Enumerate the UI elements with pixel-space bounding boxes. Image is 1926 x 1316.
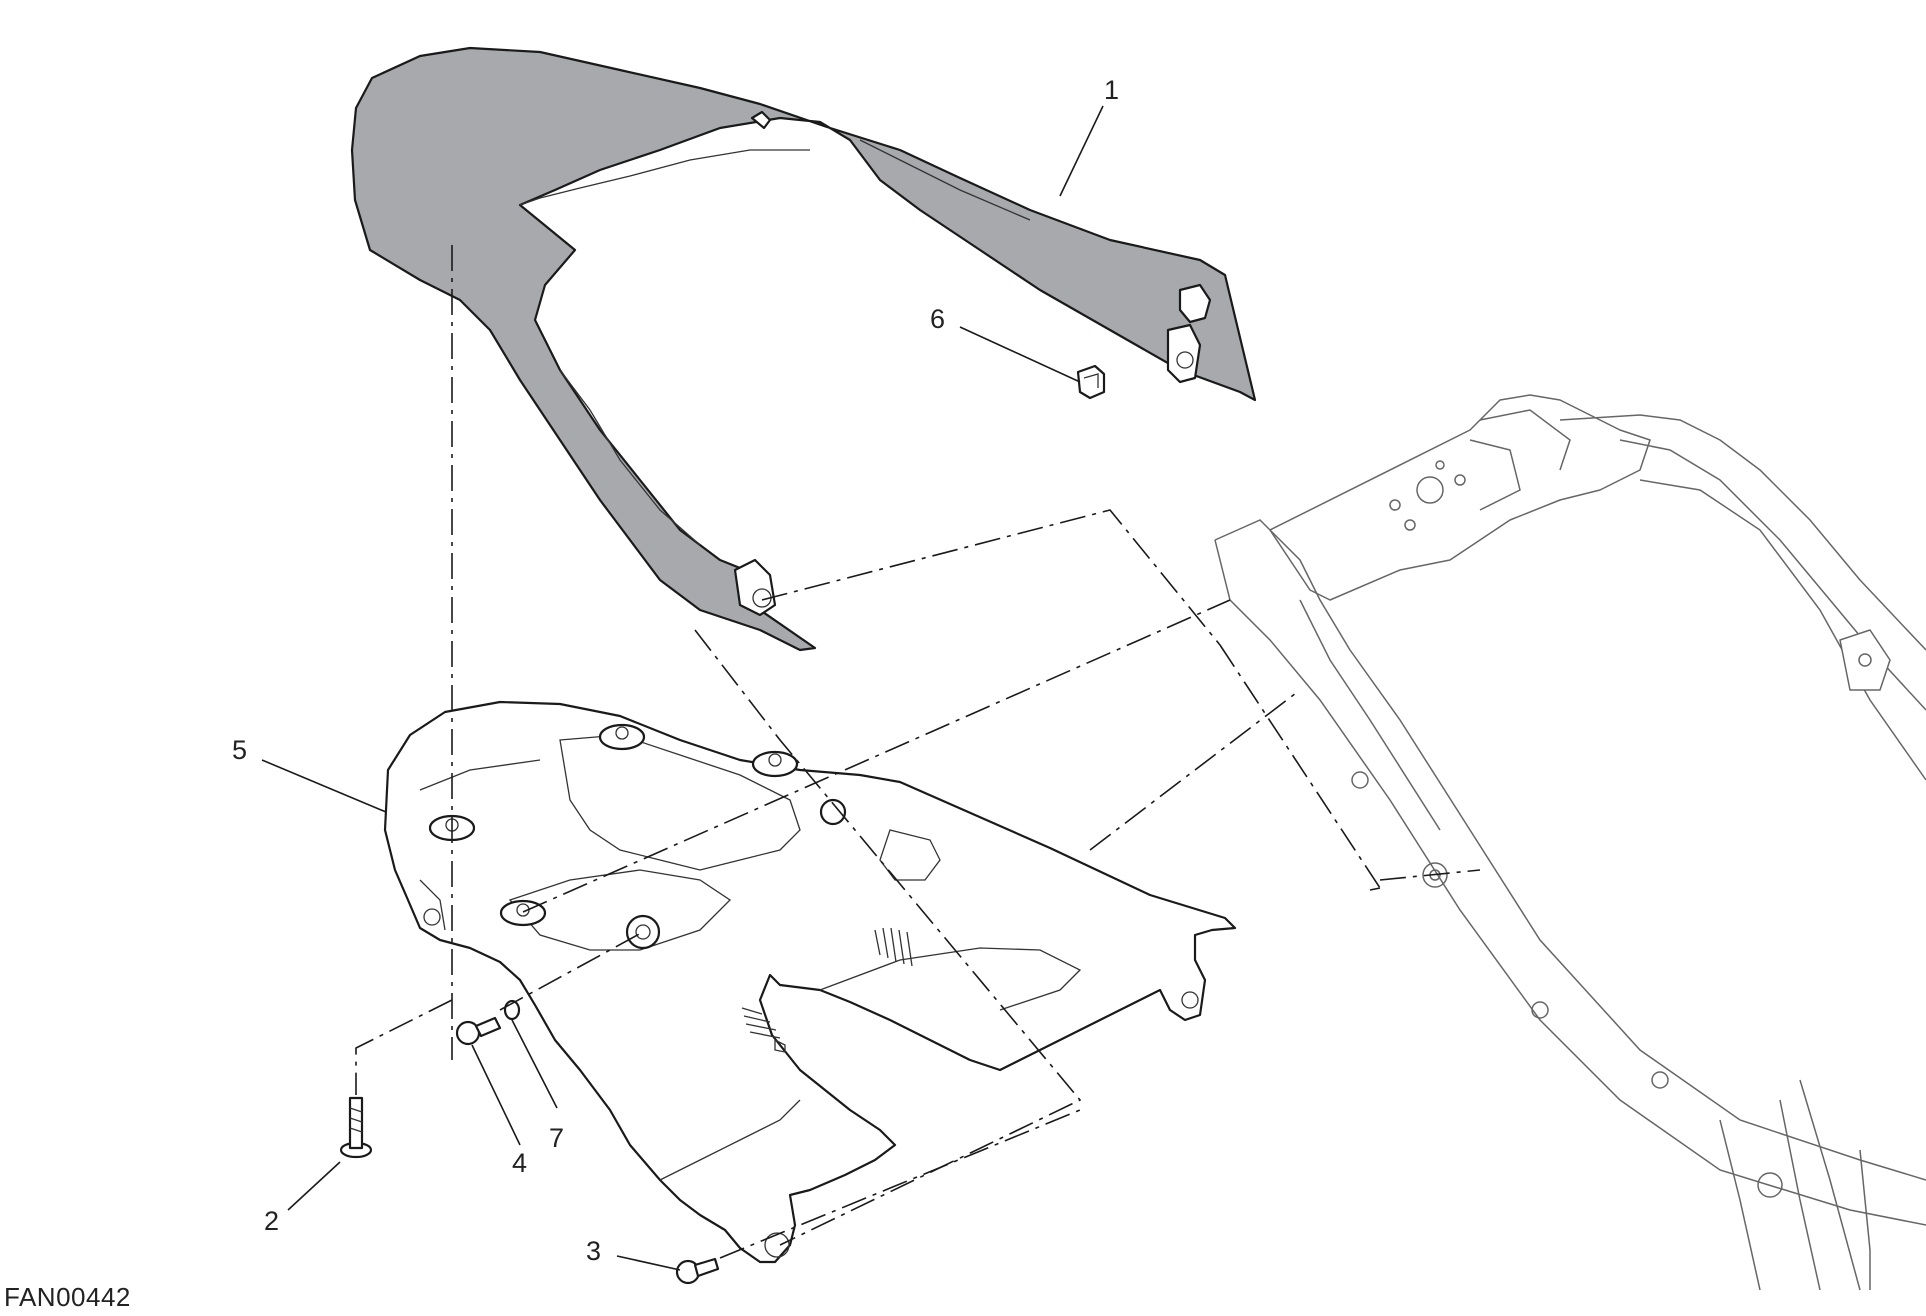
screw-3 bbox=[675, 1257, 720, 1285]
callout-5: 5 bbox=[232, 735, 247, 765]
callout-labels: 1 2 3 4 5 6 7 bbox=[232, 75, 1119, 1266]
drawing-code: FAN00442 bbox=[4, 1282, 131, 1312]
callout-6: 6 bbox=[930, 304, 945, 334]
screw-2 bbox=[339, 1096, 373, 1159]
callout-2: 2 bbox=[264, 1206, 279, 1236]
clip-nut-6 bbox=[1076, 364, 1106, 400]
callout-7: 7 bbox=[549, 1123, 564, 1153]
rear-subframe bbox=[1214, 394, 1926, 1291]
callout-4: 4 bbox=[512, 1148, 527, 1178]
screw-4 bbox=[455, 1016, 502, 1046]
assembly-center-lines bbox=[355, 245, 1481, 1259]
callout-1: 1 bbox=[1104, 75, 1119, 105]
seat-base-fairing bbox=[383, 700, 1237, 1264]
callout-3: 3 bbox=[586, 1236, 601, 1266]
leader-lines bbox=[261, 105, 1104, 1271]
tail-cover bbox=[350, 46, 1257, 652]
